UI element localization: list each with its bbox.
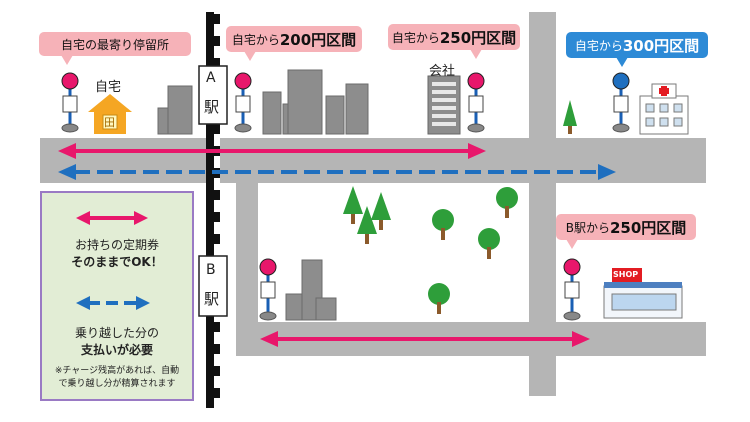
station-b-kanji: 駅 [204, 290, 220, 308]
legend-note-line2: で乗り越し分が精算されます [58, 379, 176, 389]
shop-sign: SHOP [613, 270, 639, 279]
home-house-icon [88, 94, 132, 134]
callout-home-stop: 自宅の最寄り停留所 [39, 32, 191, 65]
home-glyph: 田 [104, 116, 115, 129]
callout-zone-300-prefix: 自宅から [574, 38, 623, 53]
callout-zone-250-value: 250円区間 [439, 28, 517, 47]
callout-zone-300: 自宅から 300円区間 [566, 32, 708, 67]
station-b-box [198, 255, 228, 317]
bus-stop-b-station [259, 258, 277, 321]
station-a-kanji: 駅 [204, 98, 220, 116]
legend-pass-line2: そのままでOK！ [71, 255, 163, 269]
extra-route-arrow [58, 164, 616, 180]
callout-zone-250-prefix: 自宅から [391, 30, 440, 45]
shop-building [603, 268, 683, 319]
callout-home-stop-text: 自宅の最寄り停留所 [60, 37, 169, 52]
legend-pass-arrow [76, 211, 148, 225]
bus-stop-200 [234, 72, 252, 133]
bus-stop-250 [467, 72, 485, 133]
road-main-horizontal [40, 138, 706, 183]
bus-stop-home [61, 72, 79, 133]
bus-stop-shop [563, 258, 581, 321]
callout-zone-300-value: 300円区間 [622, 36, 700, 55]
callout-zone-200-value: 200円区間 [279, 30, 357, 49]
b-route-arrow [260, 331, 590, 347]
callout-zone-200-prefix: 自宅から [231, 32, 280, 47]
callout-b-zone-value: 250円区間 [609, 218, 687, 237]
buildings-a [157, 69, 369, 135]
pass-route-arrow [58, 143, 486, 159]
callout-b-zone: B駅から 250円区間 [556, 214, 696, 249]
legend-extra-line1: 乗り越した分の [74, 326, 159, 340]
company-label: 会社 [429, 64, 456, 79]
hospital-icon [639, 83, 689, 135]
route-arrows [58, 143, 616, 347]
company-building [427, 75, 461, 135]
legend-note-line1: ※チャージ残高があれば、自動 [54, 366, 180, 376]
road-vertical-left [236, 140, 258, 356]
legend-extra-arrow [76, 296, 150, 310]
callout-zone-250: 自宅から 250円区間 [388, 24, 520, 59]
station-a-box [198, 65, 228, 125]
station-b-letter: B [206, 262, 216, 278]
road-vertical-right [529, 12, 556, 396]
bus-stops [61, 72, 630, 321]
buildings-b [285, 259, 337, 321]
callout-zone-200: 自宅から 200円区間 [226, 26, 362, 61]
legend-pass-line1: お持ちの定期券 [74, 238, 159, 252]
station-a-letter: A [206, 70, 216, 86]
callout-b-zone-prefix: B駅から [565, 220, 610, 235]
bus-stop-300 [612, 72, 630, 133]
tree-icons [343, 100, 577, 314]
home-label: 自宅 [95, 80, 122, 95]
legend-box [40, 191, 194, 401]
legend-extra-line2: 支払いが必要 [80, 343, 153, 357]
